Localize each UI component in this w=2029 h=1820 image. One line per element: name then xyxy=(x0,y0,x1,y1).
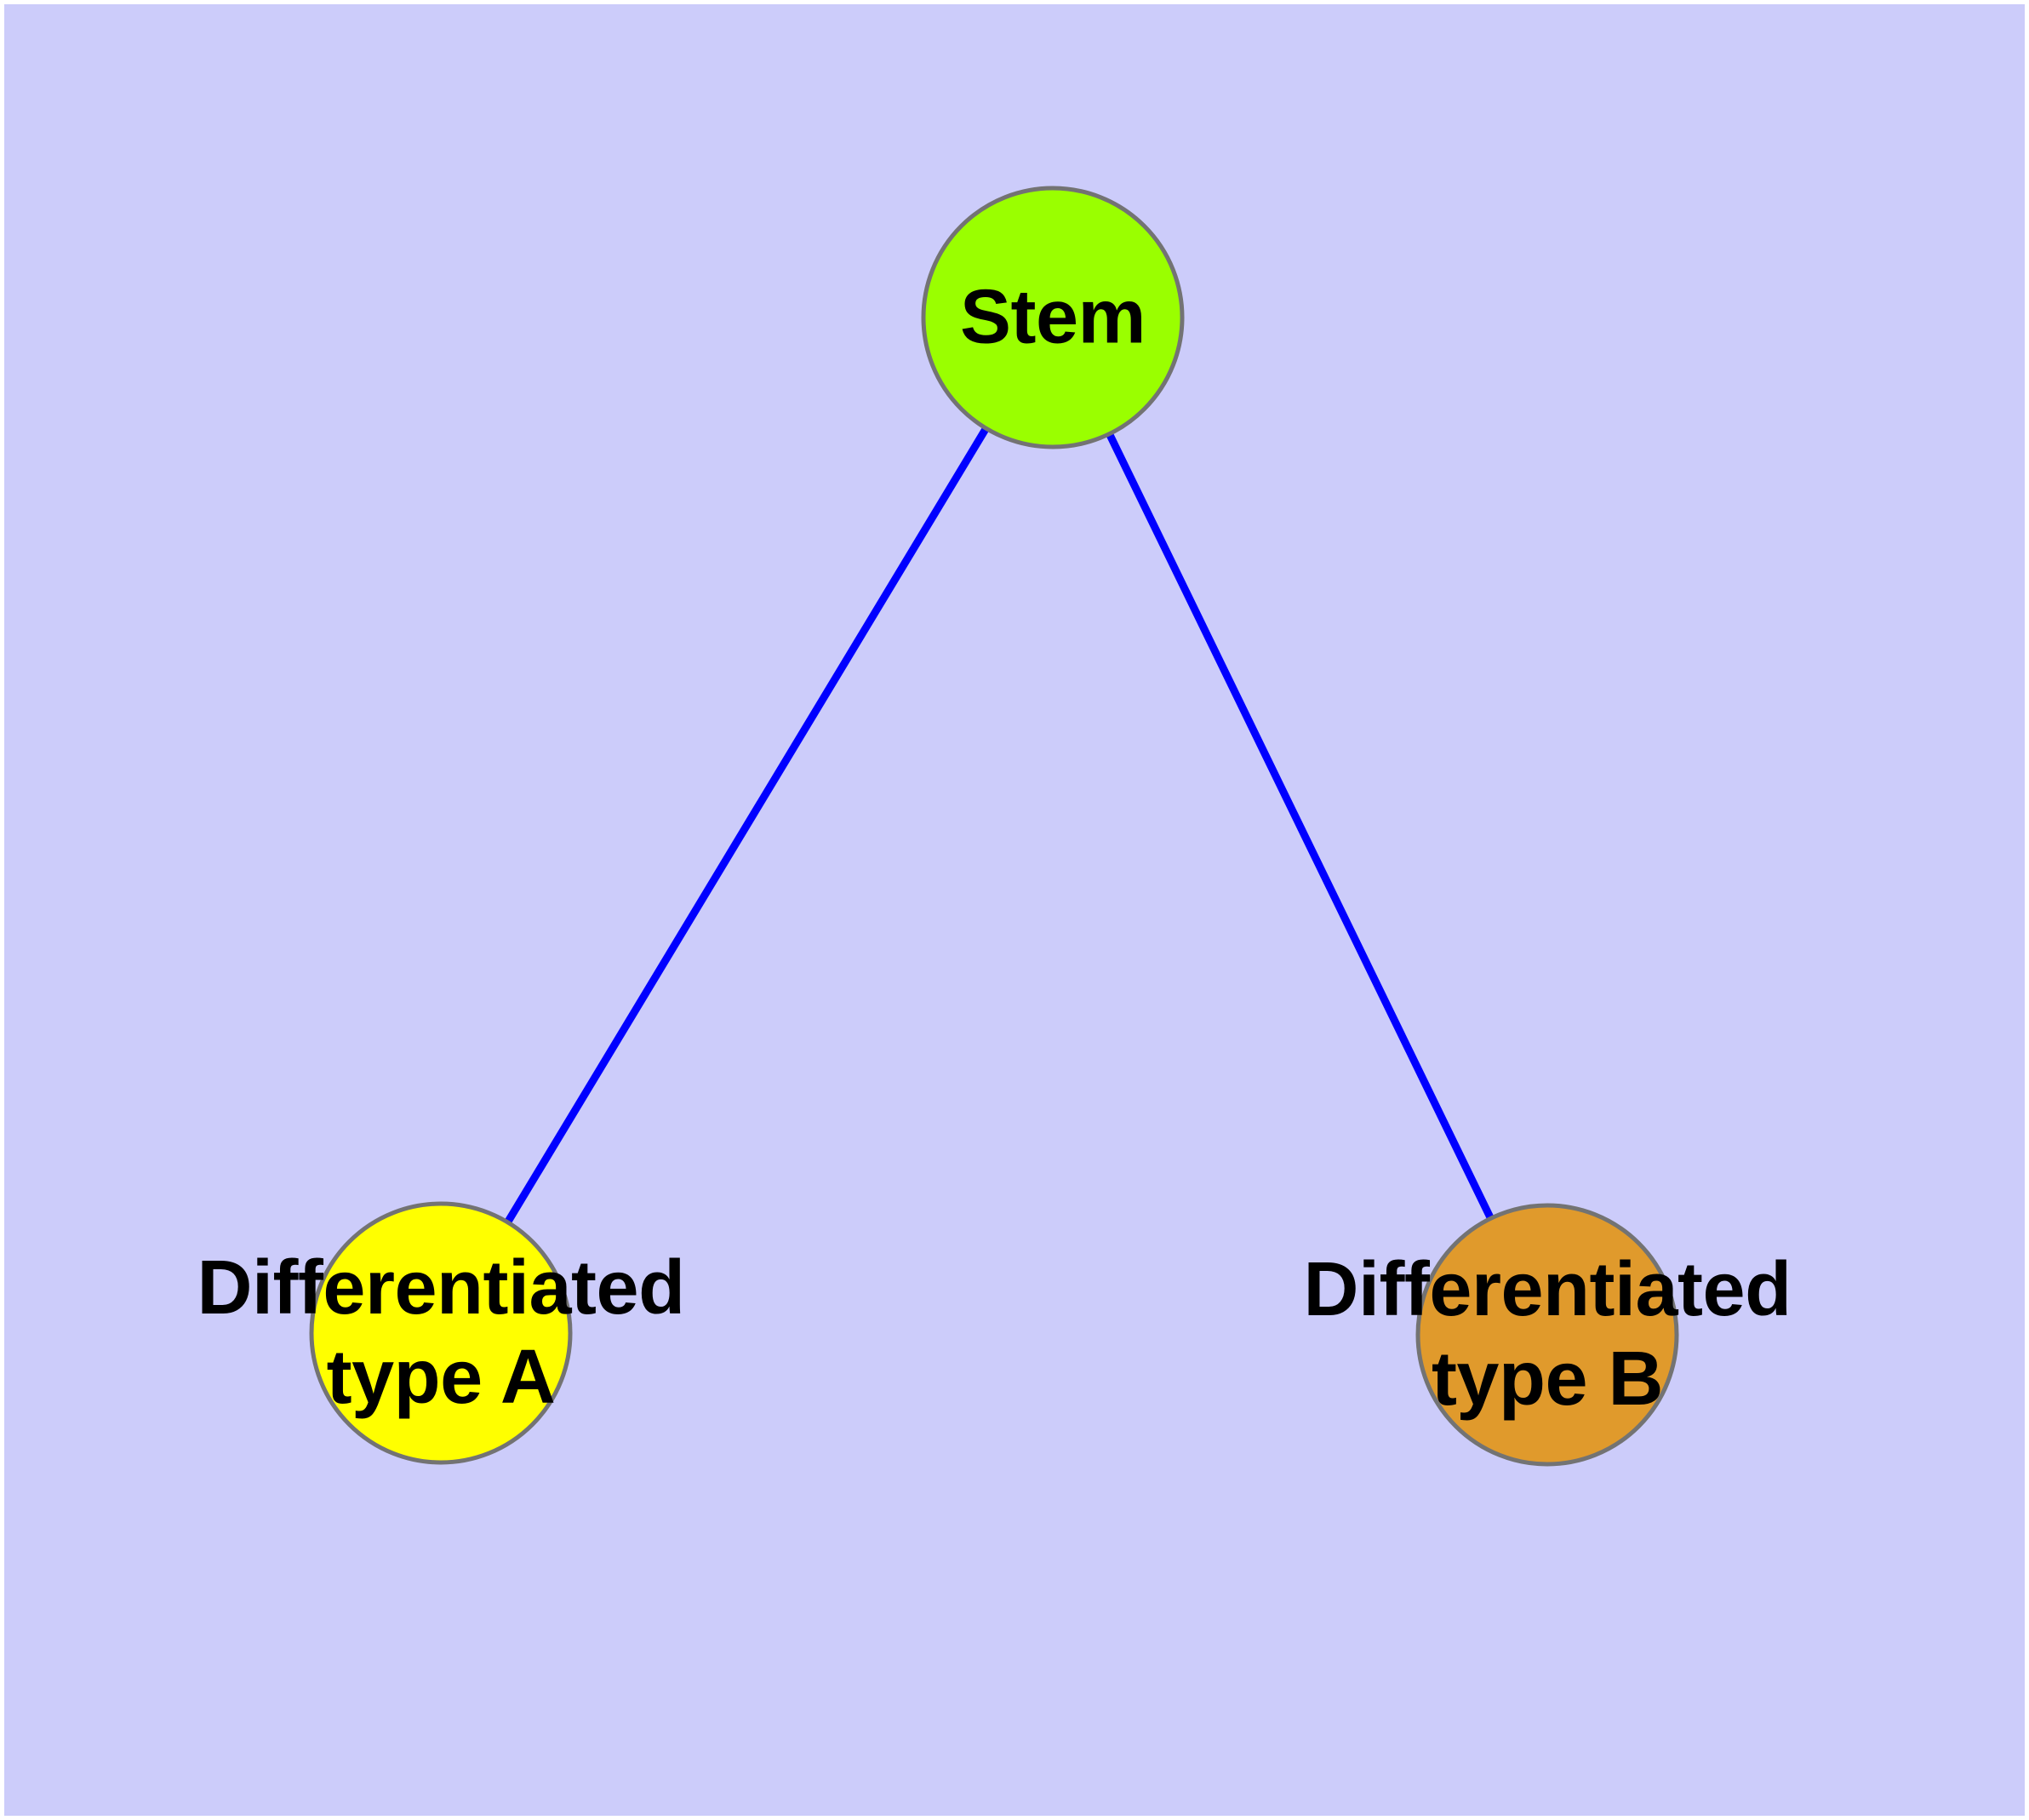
edge-stem-to-differentiated-type-a[interactable] xyxy=(500,419,994,1232)
node-stem-circle[interactable] xyxy=(921,186,1185,449)
edge-layer xyxy=(500,419,1498,1232)
node-differentiated-type-a-circle[interactable] xyxy=(309,1201,573,1465)
node-differentiated-type-b-circle[interactable] xyxy=(1415,1203,1679,1467)
edge-stem-to-differentiated-type-b[interactable] xyxy=(1102,424,1498,1228)
node-layer xyxy=(309,186,1679,1467)
